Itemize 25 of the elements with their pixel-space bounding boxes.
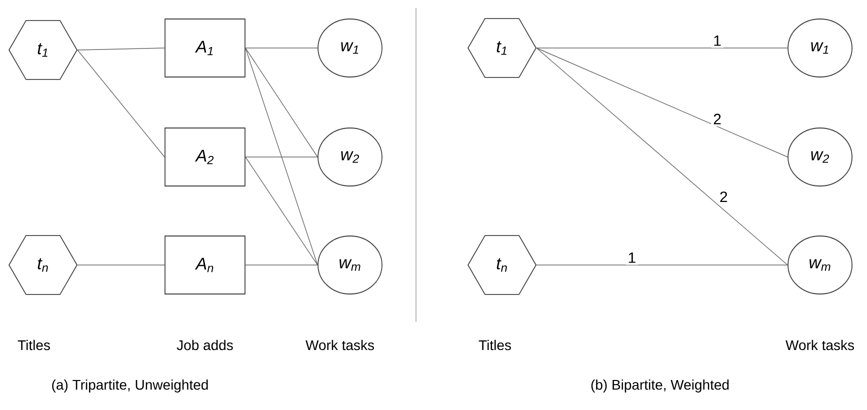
- connector-line: [245, 48, 318, 266]
- column-label: Titles: [18, 340, 50, 350]
- connector-line: [77, 50, 165, 158]
- edge-weight: 1: [628, 252, 636, 263]
- connector-line: [77, 48, 165, 50]
- connector-line: [536, 264, 788, 266]
- connector-line: [245, 264, 318, 266]
- column-label: Job adds: [176, 340, 233, 350]
- job-ad-box: A$_{1}$: [164, 18, 246, 78]
- edge-weight: 2: [720, 192, 728, 202]
- connector-line: [536, 48, 788, 266]
- connector-line: [77, 264, 165, 266]
- column-label: Work tasks: [306, 340, 374, 350]
- caption: (b) Bipartite, Weighted: [591, 379, 729, 393]
- job-ad-box: A$_{2}$: [164, 128, 246, 186]
- column-label: Work tasks: [786, 340, 854, 350]
- connector-line: [245, 156, 318, 158]
- caption: (a) Tripartite, Unweighted: [52, 379, 208, 393]
- connector-line: [536, 48, 788, 158]
- edge-weight: 1: [714, 35, 721, 46]
- job-ad-box: A$_{n}$: [164, 236, 246, 294]
- edge-weight: 2: [714, 114, 721, 124]
- connector-line: [245, 48, 318, 158]
- column-label: Titles: [478, 340, 511, 350]
- connector-line: [245, 156, 318, 266]
